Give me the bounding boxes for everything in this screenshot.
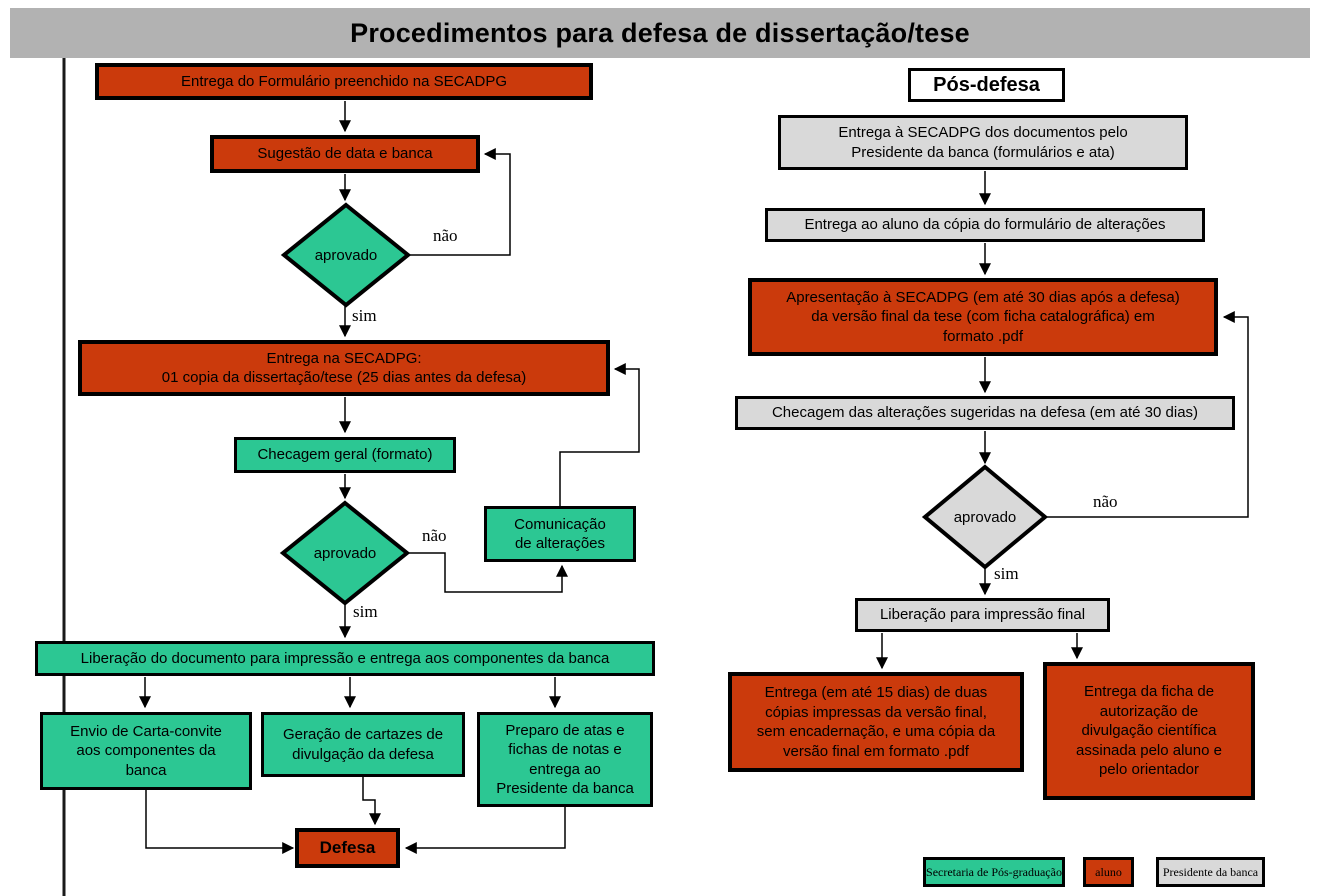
edge-label-sim-2: sim — [353, 602, 378, 621]
node-geracao-cartazes: Geração de cartazes de divulgação da def… — [261, 712, 465, 777]
edge-comunicacao-feedback — [559, 363, 640, 506]
node-entrega-ficha-autorizacao: Entrega da ficha de autorização de divul… — [1043, 662, 1255, 800]
decision-diamond-aprovado-3 — [921, 464, 1049, 570]
legend-aluno: aluno — [1083, 857, 1134, 887]
decision-aprovado-3: aprovado — [953, 508, 1017, 526]
node-preparo-atas: Preparo de atas e fichas de notas e entr… — [477, 712, 653, 807]
node-liberacao-impressao-final: Liberação para impressão final — [855, 598, 1110, 632]
decision-diamond-aprovado-1 — [280, 202, 412, 308]
edge-label-nao-3: não — [1093, 492, 1118, 511]
page-title: Procedimentos para defesa de dissertação… — [350, 17, 970, 48]
node-checagem-geral: Checagem geral (formato) — [234, 437, 456, 473]
node-entrega-documentos: Entrega à SECADPG dos documentos pelo Pr… — [778, 115, 1188, 170]
node-defesa: Defesa — [295, 828, 400, 868]
decision-aprovado-1: aprovado — [314, 246, 378, 264]
edge-label-nao-1: não — [433, 226, 458, 245]
decision-aprovado-2: aprovado — [313, 544, 377, 562]
edge-geracao-to-defesa — [362, 777, 381, 826]
node-envio-carta-convite: Envio de Carta-convite aos componentes d… — [40, 712, 252, 790]
edge-label-sim-1: sim — [352, 306, 377, 325]
node-entrega-copias-impressas: Entrega (em até 15 dias) de duas cópias … — [728, 672, 1024, 772]
node-liberacao-documento: Liberação do documento para impressão e … — [35, 641, 655, 676]
decision-diamond-aprovado-2 — [279, 500, 411, 606]
edge-label-sim-3: sim — [994, 564, 1019, 583]
edge-label-nao-2: não — [422, 526, 447, 545]
node-comunicacao-alteracoes: Comunicação de alterações — [484, 506, 636, 562]
node-apresentacao-versao-final: Apresentação à SECADPG (em até 30 dias a… — [748, 278, 1218, 356]
edge-aprovado1-nao-loop — [408, 148, 511, 256]
node-checagem-alteracoes: Checagem das alterações sugeridas na def… — [735, 396, 1235, 430]
section-heading-pos-defesa: Pós-defesa — [908, 68, 1065, 102]
legend-presidente: Presidente da banca — [1156, 857, 1265, 887]
edge-preparo-to-defesa — [404, 807, 566, 854]
node-entrega-copia-aluno: Entrega ao aluno da cópia do formulário … — [765, 208, 1205, 242]
edge-envio-to-defesa — [145, 790, 295, 854]
node-entrega-formulario: Entrega do Formulário preenchido na SECA… — [95, 63, 593, 100]
title-bar: Procedimentos para defesa de dissertação… — [10, 8, 1310, 58]
legend-secretaria: Secretaria de Pós-graduação — [923, 857, 1065, 887]
node-sugestao-data-banca: Sugestão de data e banca — [210, 135, 480, 173]
edge-aprovado3-nao-loop — [1045, 311, 1249, 518]
node-entrega-secadpg: Entrega na SECADPG: 01 copia da disserta… — [78, 340, 610, 396]
edge-aprovado2-nao — [407, 552, 568, 593]
